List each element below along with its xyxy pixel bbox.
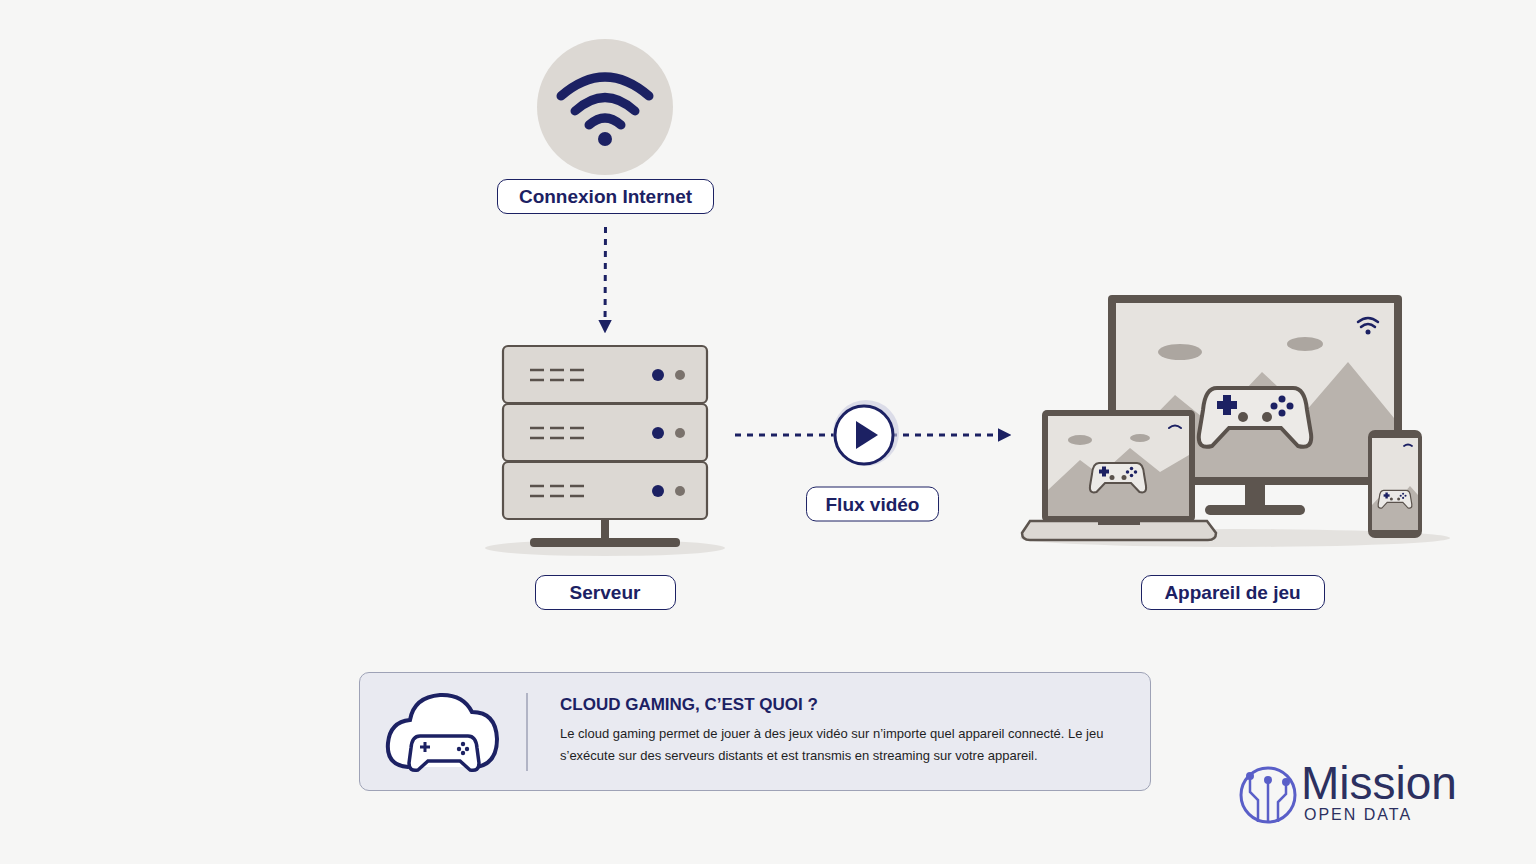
logo-subtitle: OPEN DATA [1304, 807, 1412, 823]
play-icon [833, 400, 899, 466]
node-label: Connexion Internet [519, 186, 692, 208]
logo-title: Mission [1301, 760, 1457, 806]
info-heading: CLOUD GAMING, C’EST QUOI ? [560, 695, 818, 715]
edge-label: Flux vidéo [806, 487, 940, 522]
server-illustration [485, 346, 725, 556]
device-node: Appareil de jeu [1010, 295, 1455, 610]
cloud-icon [388, 693, 527, 771]
server-node: Serveur [495, 332, 715, 610]
dashed-arrow [604, 227, 608, 332]
info-box: CLOUD GAMING, C’EST QUOI ? Le cloud gamin… [359, 672, 1151, 791]
dashed-arrow [735, 434, 1010, 437]
info-body: Le cloud gaming permet de jouer à des je… [560, 723, 1135, 767]
internet-label: Connexion Internet [497, 179, 714, 214]
node-label: Appareil de jeu [1141, 575, 1325, 610]
logo-icon [1241, 768, 1295, 822]
node-label: Serveur [535, 575, 676, 610]
wifi-icon [537, 39, 673, 175]
devices-illustration [1020, 295, 1450, 547]
